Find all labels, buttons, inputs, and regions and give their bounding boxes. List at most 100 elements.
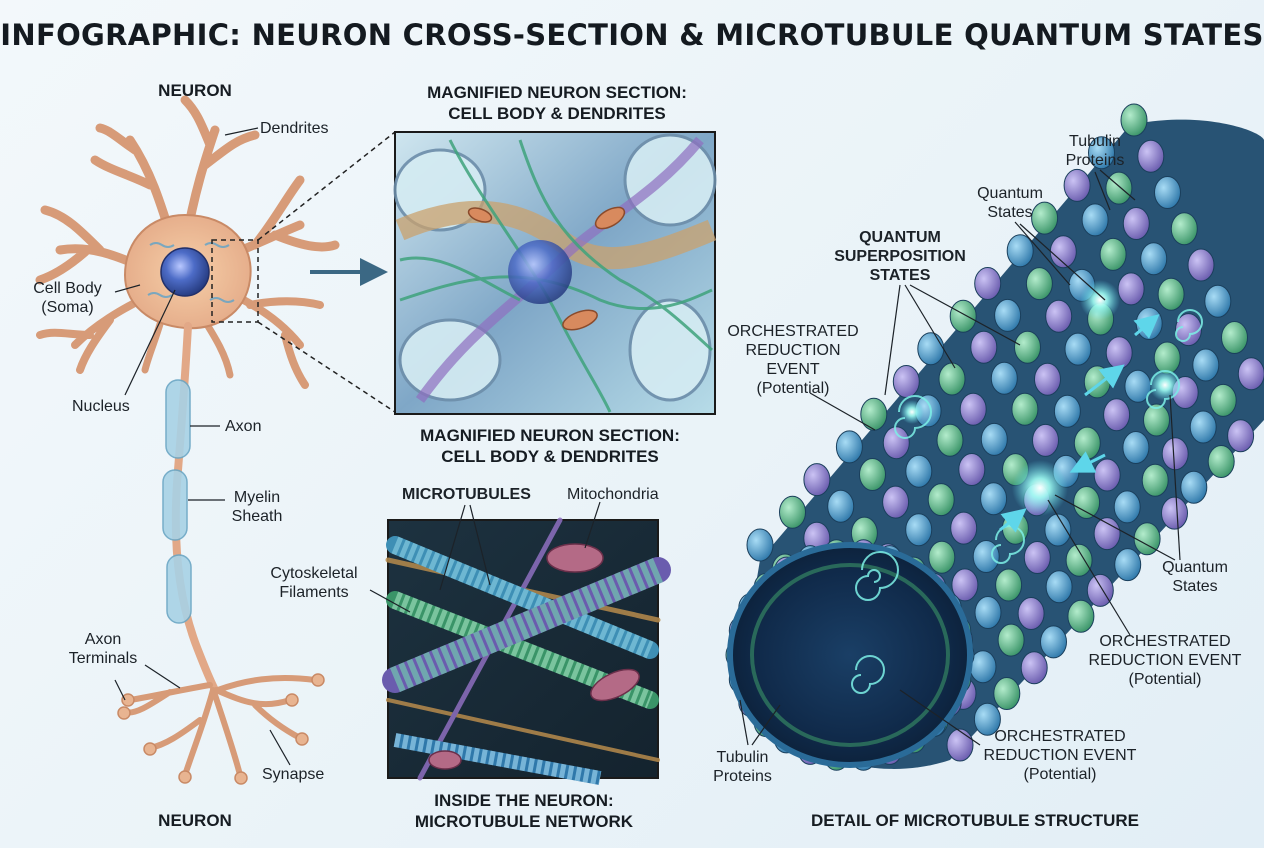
tubulin-bead xyxy=(1034,362,1061,396)
tubulin-bead xyxy=(1204,284,1232,318)
tubulin-bead xyxy=(1105,336,1133,370)
page-title: INFOGRAPHIC: NEURON CROSS-SECTION & MICR… xyxy=(0,18,1264,52)
tubulin-bead xyxy=(1133,522,1161,556)
tubulin-bead xyxy=(1192,348,1220,382)
orch-bottom-line3: (Potential) xyxy=(1023,766,1097,783)
cytoskeletal-filaments-label: Cytoskeletal Filaments xyxy=(256,564,372,602)
tubulin-bead xyxy=(1040,625,1067,659)
magnified-heading-bottom: MAGNIFIED NEURON SECTION: CELL BODY & DE… xyxy=(420,425,680,467)
tubulin-bead xyxy=(958,453,986,486)
tubulin-bead xyxy=(1105,171,1133,205)
tubulin-bead xyxy=(1221,321,1248,354)
tubulin-bottom-line2: Proteins xyxy=(713,768,772,785)
tubulin-top-label: Tubulin Proteins xyxy=(1050,132,1140,170)
tubulin-bead xyxy=(973,702,1001,736)
tubulin-bead xyxy=(974,596,1002,629)
tubulin-bead xyxy=(928,540,956,574)
quantum-top-line2: States xyxy=(987,204,1033,221)
tubulin-bead xyxy=(980,482,1008,516)
tubulin-bead xyxy=(1065,543,1093,577)
tubulin-bead xyxy=(1122,207,1150,240)
mitochondria-label: Mitochondria xyxy=(567,486,659,503)
axon-terminals-line2: Terminals xyxy=(68,650,138,667)
tubulin-bead xyxy=(1063,168,1091,202)
superposition-line3: STATES xyxy=(869,267,931,284)
myelin-label-line2: Sheath xyxy=(231,508,283,525)
axon-terminals-line1: Axon xyxy=(84,631,122,648)
tubulin-bead xyxy=(860,397,888,431)
tubulin-bead xyxy=(1103,398,1131,432)
tubulin-top-line1: Tubulin xyxy=(1069,133,1121,150)
tubulin-bead xyxy=(1088,136,1115,170)
tubulin-bead xyxy=(1209,383,1237,417)
tubulin-bead xyxy=(835,430,863,464)
tubulin-bead xyxy=(949,299,977,333)
neuron-top-heading: NEURON xyxy=(158,81,232,100)
tubulin-bead xyxy=(997,623,1025,657)
quantum-right-line2: States xyxy=(1172,578,1218,595)
tubulin-bead xyxy=(1086,573,1114,607)
orch-left-line1: ORCHESTRATED xyxy=(727,323,859,340)
network-heading: INSIDE THE NEURON: MICROTUBULE NETWORK xyxy=(415,790,633,832)
tubulin-bead xyxy=(1207,445,1235,478)
cell-body-label-line2: (Soma) xyxy=(41,299,94,316)
tubulin-bead xyxy=(1170,212,1198,246)
microtubule-heading: DETAIL OF MICROTUBULE STRUCTURE xyxy=(810,811,1140,830)
myelin-label-line1: Myelin xyxy=(233,489,281,506)
tubulin-bead xyxy=(1053,394,1081,428)
orch-bottom-line1: ORCHESTRATED xyxy=(994,728,1126,745)
quantum-right-line1: Quantum xyxy=(1162,559,1228,576)
microtubule-art xyxy=(725,103,1264,771)
tubulin-bead xyxy=(990,361,1018,395)
tubulin-bead xyxy=(1032,423,1059,457)
cyto-label-line2: Filaments xyxy=(279,584,349,601)
orch-left-line4: (Potential) xyxy=(756,380,830,397)
tubulin-bead xyxy=(1081,203,1109,237)
tubulin-bead xyxy=(905,454,933,488)
tubulin-bead xyxy=(970,330,998,364)
tubulin-bead xyxy=(1154,176,1181,209)
tubulin-bead xyxy=(959,392,987,426)
tubulin-bead xyxy=(1020,651,1048,685)
tubulin-bead xyxy=(1073,426,1101,460)
tubulin-bead xyxy=(746,528,774,562)
tubulin-bead xyxy=(1187,248,1215,282)
tubulin-bead xyxy=(980,422,1008,456)
tubulin-bead xyxy=(1025,267,1053,301)
magnified-heading-top: MAGNIFIED NEURON SECTION: CELL BODY & DE… xyxy=(427,82,687,124)
orch-bottom-label: ORCHESTRATED REDUCTION EVENT (Potential) xyxy=(975,727,1145,784)
tubulin-bead xyxy=(927,483,955,517)
quantum-top-line1: Quantum xyxy=(977,185,1043,202)
tubulin-top-line2: Proteins xyxy=(1065,152,1125,169)
orch-left-line2: REDUCTION xyxy=(745,342,841,359)
tubulin-bead xyxy=(1017,597,1045,630)
tubulin-bead xyxy=(1031,201,1059,235)
tubulin-bead xyxy=(1064,332,1092,366)
tubulin-bead xyxy=(892,365,920,398)
synapse-label: Synapse xyxy=(262,766,325,783)
cyto-label-line1: Cytoskeletal xyxy=(270,565,358,582)
orch-right-line2: REDUCTION EVENT xyxy=(1088,652,1242,669)
myelin-sheath-label: Myelin Sheath xyxy=(222,488,292,526)
tubulin-bead xyxy=(1114,548,1142,582)
tubulin-bead xyxy=(1140,242,1168,276)
tubulin-bead xyxy=(1045,299,1073,333)
tubulin-bead xyxy=(779,495,806,529)
tubulin-bead xyxy=(882,485,910,519)
tubulin-bottom-label: Tubulin Proteins xyxy=(700,748,785,786)
tubulin-bead xyxy=(882,426,910,460)
tubulin-bead xyxy=(1073,486,1101,519)
tubulin-bead xyxy=(995,568,1023,602)
microtubules-label: MICROTUBULES xyxy=(402,486,531,503)
tubulin-bead xyxy=(1141,463,1169,497)
orch-right-line1: ORCHESTRATED xyxy=(1099,633,1231,650)
nucleus-label: Nucleus xyxy=(72,398,130,415)
tubulin-bead xyxy=(946,728,974,762)
cell-body-label-line1: Cell Body xyxy=(33,280,102,297)
tubulin-bead xyxy=(1014,330,1041,364)
tubulin-bead xyxy=(1175,313,1202,347)
magnified-heading-bottom-line2: CELL BODY & DENDRITES xyxy=(441,447,659,466)
superposition-line1: QUANTUM xyxy=(859,229,941,246)
tubulin-bead xyxy=(993,677,1021,710)
